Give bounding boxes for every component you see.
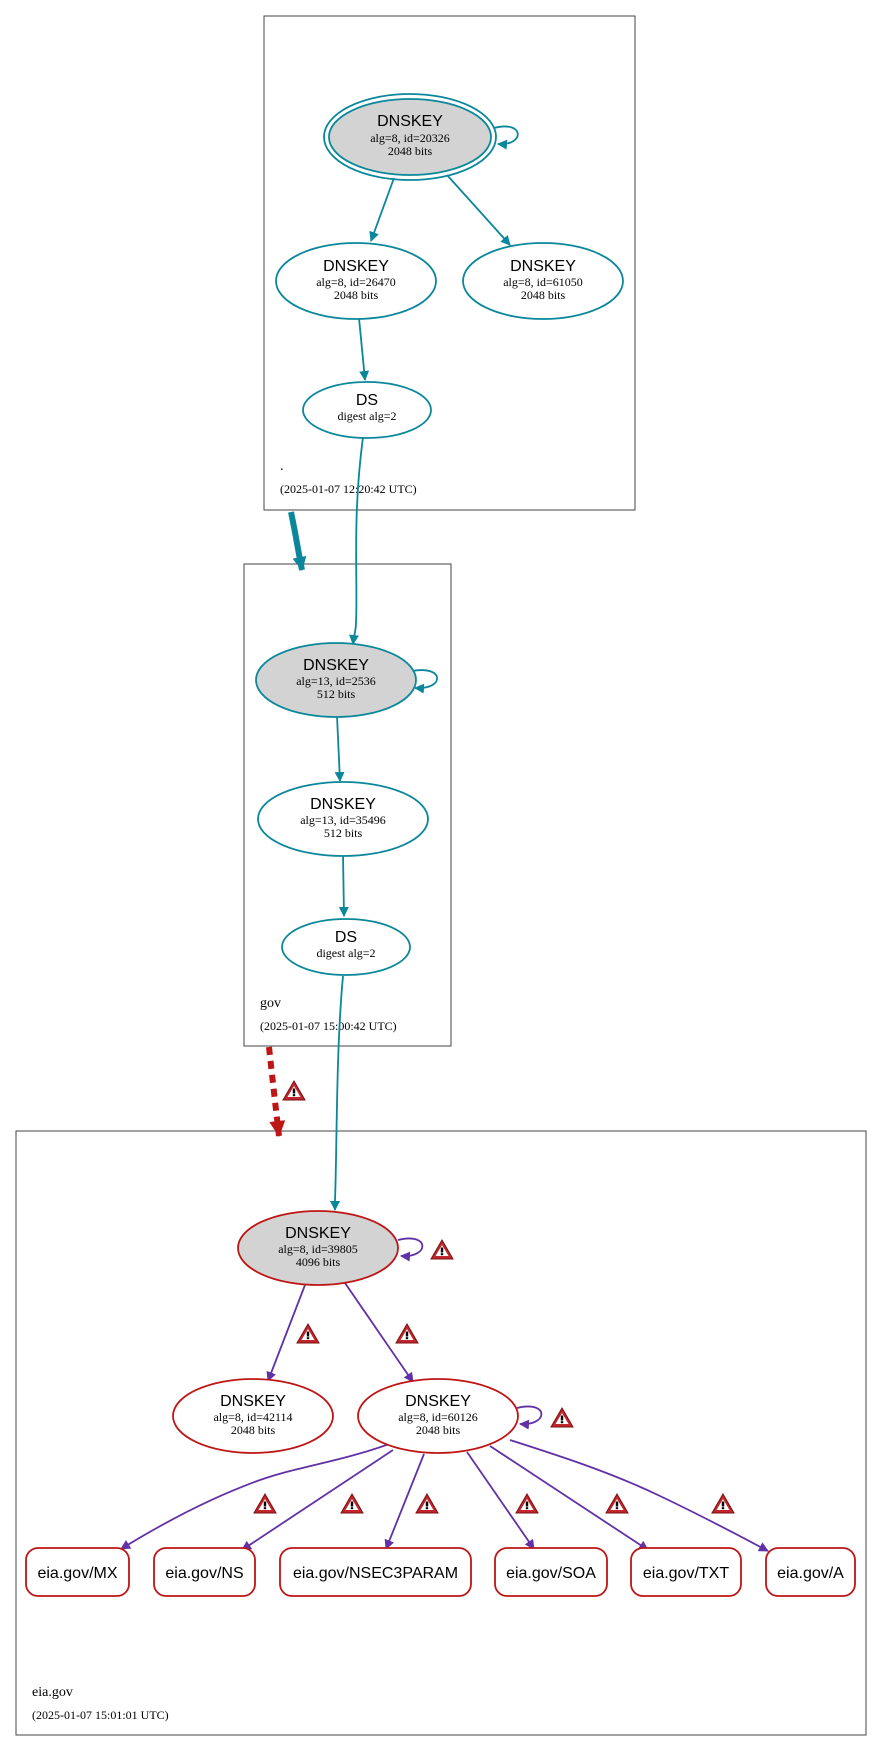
edge-eia-k2-to-mx — [120, 1442, 393, 1550]
zone-root-box — [263, 15, 636, 511]
node-gov-ds: DS digest alg=2 — [281, 918, 411, 976]
node-detail: 512 bits — [317, 687, 356, 701]
node-detail: alg=13, id=2536 — [296, 674, 376, 688]
record-eia-gov-a: eia.gov/A — [765, 1547, 856, 1597]
edge-root-delegation — [288, 511, 307, 571]
node-detail: alg=8, id=39805 — [278, 1242, 358, 1256]
record-eia-gov-mx: eia.gov/MX — [25, 1547, 130, 1597]
edge-root-ksk-to-zsk2 — [446, 174, 511, 246]
node-detail: digest alg=2 — [316, 946, 375, 960]
edge-root-ds-to-gov-ksk — [349, 436, 364, 645]
node-root-zsk-61050: DNSKEY alg=8, id=61050 2048 bits — [462, 242, 624, 320]
node-detail: 512 bits — [324, 826, 363, 840]
warning-icon — [253, 1493, 277, 1514]
node-detail: 2048 bits — [231, 1423, 276, 1437]
warning-icon — [430, 1239, 454, 1260]
zone-eia-name: eia.gov — [32, 1685, 73, 1700]
record-label: eia.gov/NS — [165, 1565, 243, 1582]
node-detail: alg=8, id=42114 — [213, 1410, 292, 1424]
edge-eia-k2-self — [516, 1405, 543, 1430]
node-detail: alg=8, id=60126 — [398, 1410, 478, 1424]
edge-eia-k2-to-ns — [241, 1449, 394, 1551]
warning-icon — [711, 1493, 735, 1514]
zone-eia-box — [15, 1130, 867, 1736]
node-root-ksk: DNSKEY alg=8, id=20326 2048 bits — [323, 93, 497, 181]
zone-eia-timestamp: (2025-01-07 15:01:01 UTC) — [32, 1708, 169, 1722]
warning-icon — [296, 1323, 320, 1344]
edge-root-ksk-to-zsk1 — [369, 177, 395, 242]
warning-icon — [415, 1493, 439, 1514]
warning-icon — [340, 1493, 364, 1514]
record-eia-gov-nsec3param: eia.gov/NSEC3PARAM — [279, 1547, 472, 1597]
node-root-ds: DS digest alg=2 — [302, 381, 432, 439]
node-detail: alg=8, id=20326 — [370, 131, 450, 145]
edge-eia-k2-to-a — [509, 1439, 769, 1552]
node-detail: 2048 bits — [388, 144, 433, 158]
zone-root-name: . — [280, 459, 284, 474]
node-eia-key-42114: DNSKEY alg=8, id=42114 2048 bits — [172, 1378, 334, 1454]
node-detail: 2048 bits — [334, 288, 379, 302]
node-gov-zsk: DNSKEY alg=13, id=35496 512 bits — [257, 781, 429, 857]
node-title: DS — [356, 392, 378, 409]
node-title: DNSKEY — [310, 796, 376, 813]
zone-root-timestamp: (2025-01-07 12:20:42 UTC) — [280, 482, 417, 496]
record-eia-gov-soa: eia.gov/SOA — [494, 1547, 608, 1597]
node-detail: alg=13, id=35496 — [300, 813, 386, 827]
edge-root-zsk1-to-ds — [358, 317, 370, 381]
node-title: DNSKEY — [323, 258, 389, 275]
record-label: eia.gov/NSEC3PARAM — [293, 1565, 458, 1582]
record-label: eia.gov/A — [777, 1565, 844, 1582]
node-detail: 2048 bits — [416, 1423, 461, 1437]
edge-gov-zsk-to-ds — [338, 854, 349, 917]
node-detail: 4096 bits — [296, 1255, 341, 1269]
edge-eia-k2-to-txt — [489, 1445, 649, 1551]
node-eia-ksk: DNSKEY alg=8, id=39805 4096 bits — [237, 1210, 399, 1286]
node-title: DS — [335, 929, 357, 946]
warning-icon — [515, 1493, 539, 1514]
edge-eia-k2-to-nsec3param — [384, 1453, 425, 1550]
node-title: DNSKEY — [405, 1393, 471, 1410]
edge-gov-ds-to-eia-ksk — [330, 975, 344, 1211]
edge-eia-ksk-to-k1 — [266, 1284, 306, 1382]
edge-eia-ksk-to-k2 — [344, 1282, 414, 1383]
edge-root-ksk-self — [493, 125, 519, 150]
node-gov-ksk: DNSKEY alg=13, id=2536 512 bits — [255, 642, 417, 718]
warning-icon — [395, 1323, 419, 1344]
record-label: eia.gov/SOA — [506, 1565, 596, 1582]
node-detail: 2048 bits — [521, 288, 566, 302]
node-title: DNSKEY — [285, 1225, 351, 1242]
edge-gov-ksk-self — [411, 669, 439, 694]
warning-icon — [550, 1407, 574, 1428]
node-eia-key-60126: DNSKEY alg=8, id=60126 2048 bits — [357, 1378, 519, 1454]
record-label: eia.gov/TXT — [643, 1565, 729, 1582]
node-root-zsk-26470: DNSKEY alg=8, id=26470 2048 bits — [275, 242, 437, 320]
record-eia-gov-txt: eia.gov/TXT — [630, 1547, 742, 1597]
edge-eia-k2-to-soa — [466, 1451, 535, 1550]
record-label: eia.gov/MX — [37, 1565, 117, 1582]
record-eia-gov-ns: eia.gov/NS — [153, 1547, 256, 1597]
warning-icon — [282, 1080, 306, 1101]
edge-eia-ksk-self — [397, 1237, 424, 1262]
node-detail: digest alg=2 — [337, 409, 396, 423]
warning-icon — [605, 1493, 629, 1514]
zone-gov-name: gov — [260, 996, 281, 1011]
node-title: DNSKEY — [220, 1393, 286, 1410]
node-title: DNSKEY — [303, 657, 369, 674]
zone-gov-timestamp: (2025-01-07 15:00:42 UTC) — [260, 1019, 397, 1033]
node-title: DNSKEY — [377, 113, 443, 130]
node-detail: alg=8, id=61050 — [503, 275, 583, 289]
edge-gov-ksk-to-zsk — [334, 715, 345, 782]
edge-gov-delegation — [266, 1046, 286, 1137]
node-title: DNSKEY — [510, 258, 576, 275]
zone-gov-box — [243, 563, 452, 1047]
node-detail: alg=8, id=26470 — [316, 275, 396, 289]
